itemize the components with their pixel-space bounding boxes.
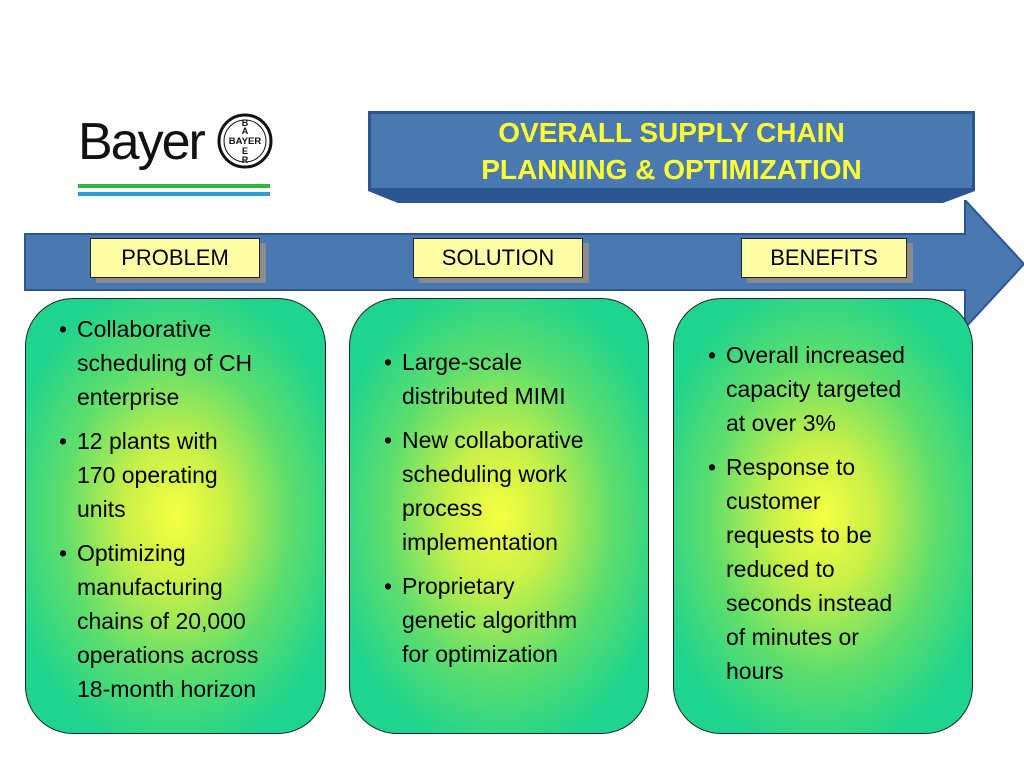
bayer-logo: Bayer B A BAYER E R xyxy=(78,108,278,198)
svg-text:E: E xyxy=(242,146,248,156)
list-item: Collaborative scheduling of CH enterpris… xyxy=(55,312,325,414)
label-problem: PROBLEM xyxy=(90,238,260,278)
list-item: New collaborative scheduling work proces… xyxy=(380,423,645,559)
list-item: Proprietary genetic algorithm for optimi… xyxy=(380,569,645,671)
logo-wordmark: Bayer xyxy=(78,113,206,171)
logo-blue-line xyxy=(78,192,270,196)
svg-text:R: R xyxy=(242,155,249,165)
title-line-2: PLANNING & OPTIMIZATION xyxy=(481,154,862,185)
benefits-bullets: Overall increased capacity targeted at o… xyxy=(704,338,972,698)
title-line-1: OVERALL SUPPLY CHAIN xyxy=(498,117,845,148)
svg-text:B: B xyxy=(242,118,249,128)
list-item: Large-scale distributed MIMI xyxy=(380,345,645,413)
list-item: 12 plants with 170 operating units xyxy=(55,424,325,526)
solution-bullets: Large-scale distributed MIMI New collabo… xyxy=(380,345,645,681)
title-banner xyxy=(368,111,975,203)
list-item: Response to customer requests to be redu… xyxy=(704,450,972,688)
bayer-cross-icon: B A BAYER E R xyxy=(217,113,273,169)
logo-green-line xyxy=(78,184,270,188)
svg-text:BAYER: BAYER xyxy=(229,136,262,147)
list-item: Optimizing manufacturing chains of 20,00… xyxy=(55,536,325,706)
list-item: Overall increased capacity targeted at o… xyxy=(704,338,972,440)
problem-bullets: Collaborative scheduling of CH enterpris… xyxy=(55,312,325,716)
label-benefits: BENEFITS xyxy=(741,238,907,278)
label-solution: SOLUTION xyxy=(413,238,583,278)
slide-title: OVERALL SUPPLY CHAIN PLANNING & OPTIMIZA… xyxy=(368,114,975,188)
svg-text:A: A xyxy=(242,126,249,136)
